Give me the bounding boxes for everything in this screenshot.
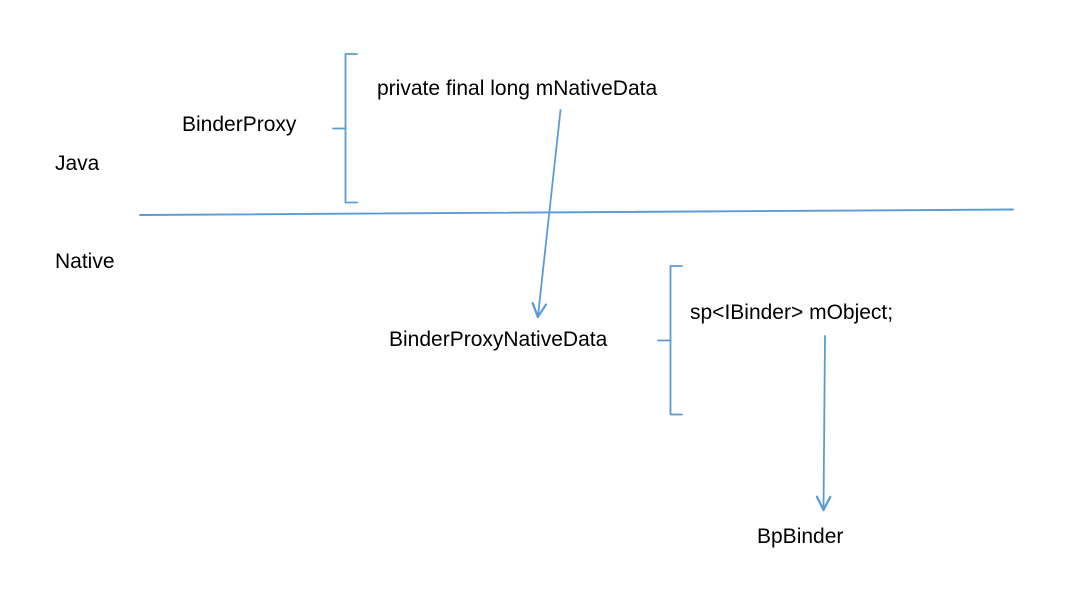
layer-label-native: Native	[55, 250, 115, 273]
node-label-binderproxynativedata: BinderProxyNativeData	[389, 328, 608, 351]
binderproxy-bracket	[332, 53, 358, 204]
mobject-to-bpbinder-arrow	[824, 335, 826, 509]
layer-label-java: Java	[55, 152, 100, 175]
binderproxynativedata-bracket	[657, 265, 683, 416]
mnativedata-to-bpnd-arrow	[538, 109, 562, 316]
node-label-binderproxy: BinderProxy	[182, 113, 297, 136]
node-label-mnativedata-field: private final long mNativeData	[377, 77, 658, 100]
node-label-bpbinder: BpBinder	[757, 525, 844, 548]
node-label-mobject-field: sp<IBinder> mObject;	[690, 301, 894, 324]
java-native-divider	[139, 208, 1014, 216]
